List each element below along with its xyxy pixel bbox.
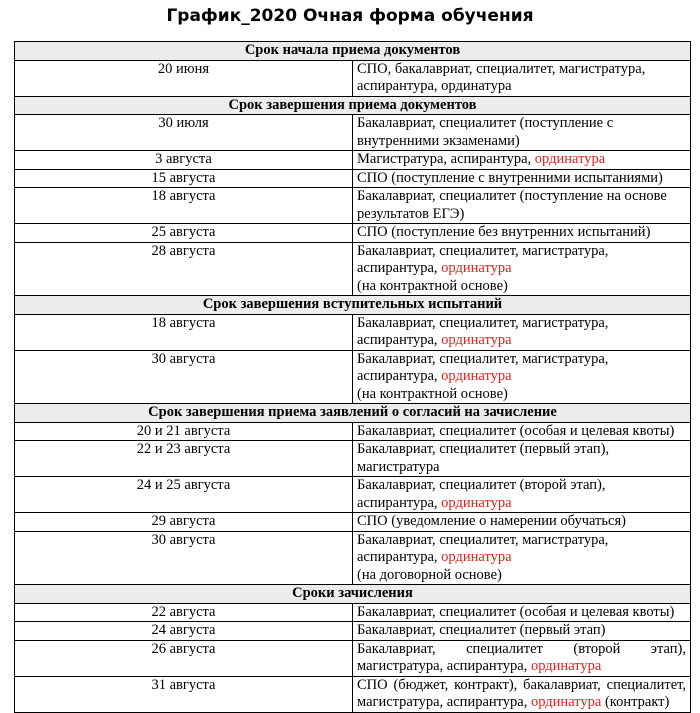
description-cell: Бакалавриат, специалитет (второй этап), … bbox=[352, 476, 691, 513]
table-row: 30 августа Бакалавриат, специалитет, маг… bbox=[14, 530, 691, 585]
date-cell: 30 августа bbox=[14, 349, 353, 404]
description-text: СПО (поступление с внутренними испытания… bbox=[357, 169, 663, 186]
description-note: (на контрактной основе) bbox=[357, 277, 508, 294]
highlighted-program: ординатура bbox=[530, 694, 602, 710]
date-cell: 29 августа bbox=[14, 512, 353, 532]
date-cell: 15 августа bbox=[14, 168, 353, 188]
date-cell: 24 и 25 августа bbox=[14, 476, 353, 513]
section-header-row: Срок завершения вступительных испытаний bbox=[14, 295, 691, 315]
date-cell: 30 августа bbox=[14, 530, 353, 585]
table-row: 25 августа СПО (поступление без внутренн… bbox=[14, 223, 691, 243]
table-row: 31 августа СПО (бюджет, контракт), бакал… bbox=[14, 675, 691, 713]
highlighted-program: ординатура bbox=[441, 368, 512, 384]
section-header: Срок завершения приема документов bbox=[14, 95, 691, 115]
description-cell: Магистратура, аспирантура, ординатура bbox=[352, 150, 691, 170]
description-cell: Бакалавриат, специалитет (особая и целев… bbox=[352, 421, 691, 441]
description-note: (на контрактной основе) bbox=[357, 385, 508, 402]
description-cell: Бакалавриат, специалитет, магистратура, … bbox=[352, 530, 691, 585]
description-cell: СПО (поступление с внутренними испытания… bbox=[352, 168, 691, 188]
description-text: Бакалавриат, специалитет (особая и целев… bbox=[357, 422, 675, 439]
highlighted-program: ординатура bbox=[441, 260, 512, 276]
date-cell: 20 июня bbox=[14, 59, 353, 97]
table-row: 15 августа СПО (поступление с внутренним… bbox=[14, 168, 691, 188]
description-text: Бакалавриат, специалитет (поступление с … bbox=[357, 115, 614, 149]
date-cell: 22 и 23 августа bbox=[14, 440, 353, 477]
highlighted-program: ординатура bbox=[534, 151, 606, 167]
description-text: СПО (уведомление о намерении обучаться) bbox=[357, 513, 626, 529]
description-cell: Бакалавриат, специалитет (поступление на… bbox=[352, 187, 691, 224]
description-cell: Бакалавриат, специалитет (поступление с … bbox=[352, 114, 691, 151]
date-cell: 18 августа bbox=[14, 313, 353, 351]
section-header: Срок начала приема документов bbox=[14, 41, 691, 61]
table-row: 20 и 21 августа Бакалавриат, специалитет… bbox=[14, 421, 691, 441]
table-row: 30 июля Бакалавриат, специалитет (поступ… bbox=[14, 114, 691, 151]
date-cell: 31 августа bbox=[14, 675, 353, 713]
date-cell: 20 и 21 августа bbox=[14, 421, 353, 441]
highlighted-program: ординатура bbox=[530, 658, 602, 674]
description-text: СПО (поступление без внутренних испытани… bbox=[357, 224, 651, 240]
table-row: 3 августа Магистратура, аспирантура, орд… bbox=[14, 150, 691, 170]
description-cell: СПО, бакалавриат, специалитет, магистрат… bbox=[352, 59, 691, 97]
date-cell: 30 июля bbox=[14, 114, 353, 151]
table-row: 28 августа Бакалавриат, специалитет, маг… bbox=[14, 241, 691, 296]
description-cell: Бакалавриат, специалитет, магистратура, … bbox=[352, 313, 691, 351]
description-text: Бакалавриат, специалитет (особая и целев… bbox=[357, 603, 675, 620]
description-text: Бакалавриат, специалитет (первый этап), … bbox=[357, 441, 610, 475]
description-cell: Бакалавриат, специалитет, магистратура, … bbox=[352, 241, 691, 296]
description-cell: Бакалавриат, специалитет, магистратура, … bbox=[352, 349, 691, 404]
page-title: График_2020 Очная форма обучения bbox=[166, 6, 534, 26]
description-text: Бакалавриат, специалитет, магистратура, … bbox=[357, 314, 609, 349]
highlighted-program: ординатура bbox=[441, 549, 512, 565]
section-header: Сроки зачисления bbox=[14, 584, 691, 604]
description-text: Бакалавриат, специалитет, магистратура, … bbox=[357, 242, 609, 277]
date-cell: 22 августа bbox=[14, 602, 353, 622]
description-cell: Бакалавриат, специалитет (первый этап), … bbox=[352, 440, 691, 477]
description-text: Бакалавриат, специалитет (второй этап), … bbox=[357, 477, 606, 511]
schedule-table: Срок начала приема документов 20 июня СП… bbox=[14, 41, 691, 713]
date-cell: 18 августа bbox=[14, 187, 353, 224]
section-header-row: Срок начала приема документов bbox=[14, 41, 691, 61]
description-text: СПО, бакалавриат, специалитет, магистрат… bbox=[357, 60, 646, 95]
section-header-row: Сроки зачисления bbox=[14, 584, 691, 604]
description-text: Бакалавриат, специалитет, магистратура, … bbox=[357, 531, 609, 566]
description-text: Бакалавриат, специалитет (поступление на… bbox=[357, 188, 667, 222]
table-row: 26 августа Бакалавриат, специалитет (вто… bbox=[14, 639, 691, 677]
description-text: Магистратура, аспирантура, bbox=[357, 151, 535, 167]
description-cell: СПО (бюджет, контракт), бакалавриат, спе… bbox=[352, 675, 691, 713]
date-cell: 3 августа bbox=[14, 150, 353, 170]
date-cell: 28 августа bbox=[14, 241, 353, 296]
description-note: (на договорной основе) bbox=[357, 566, 502, 583]
table-row: 22 августа Бакалавриат, специалитет (осо… bbox=[14, 602, 691, 622]
section-header: Срок завершения приема заявлений о согла… bbox=[14, 403, 691, 423]
date-cell: 26 августа bbox=[14, 639, 353, 677]
section-header-row: Срок завершения приема заявлений о согла… bbox=[14, 403, 691, 423]
table-row: 22 и 23 августа Бакалавриат, специалитет… bbox=[14, 440, 691, 477]
date-cell: 24 августа bbox=[14, 621, 353, 641]
description-cell: Бакалавриат, специалитет (особая и целев… bbox=[352, 602, 691, 622]
section-header: Срок завершения вступительных испытаний bbox=[14, 295, 691, 315]
table-row: 30 августа Бакалавриат, специалитет, маг… bbox=[14, 349, 691, 404]
description-text: Бакалавриат, специалитет (второй этап), … bbox=[357, 640, 686, 675]
table-row: 18 августа Бакалавриат, специалитет (пос… bbox=[14, 187, 691, 224]
description-cell: Бакалавриат, специалитет (первый этап) bbox=[352, 621, 691, 641]
table-row: 20 июня СПО, бакалавриат, специалитет, м… bbox=[14, 59, 691, 97]
highlighted-program: ординатура bbox=[441, 332, 512, 348]
description-suffix: (контракт) bbox=[601, 694, 670, 710]
section-header-row: Срок завершения приема документов bbox=[14, 95, 691, 115]
highlighted-program: ординатура bbox=[441, 494, 512, 511]
table-row: 24 и 25 августа Бакалавриат, специалитет… bbox=[14, 476, 691, 513]
table-row: 24 августа Бакалавриат, специалитет (пер… bbox=[14, 621, 691, 641]
description-cell: СПО (поступление без внутренних испытани… bbox=[352, 223, 691, 243]
description-text: Бакалавриат, специалитет (первый этап) bbox=[357, 622, 606, 638]
description-cell: СПО (уведомление о намерении обучаться) bbox=[352, 512, 691, 532]
description-text: Бакалавриат, специалитет, магистратура, … bbox=[357, 350, 609, 385]
date-cell: 25 августа bbox=[14, 223, 353, 243]
description-cell: Бакалавриат, специалитет (второй этап), … bbox=[352, 639, 691, 677]
table-row: 29 августа СПО (уведомление о намерении … bbox=[14, 512, 691, 532]
table-row: 18 августа Бакалавриат, специалитет, маг… bbox=[14, 313, 691, 351]
